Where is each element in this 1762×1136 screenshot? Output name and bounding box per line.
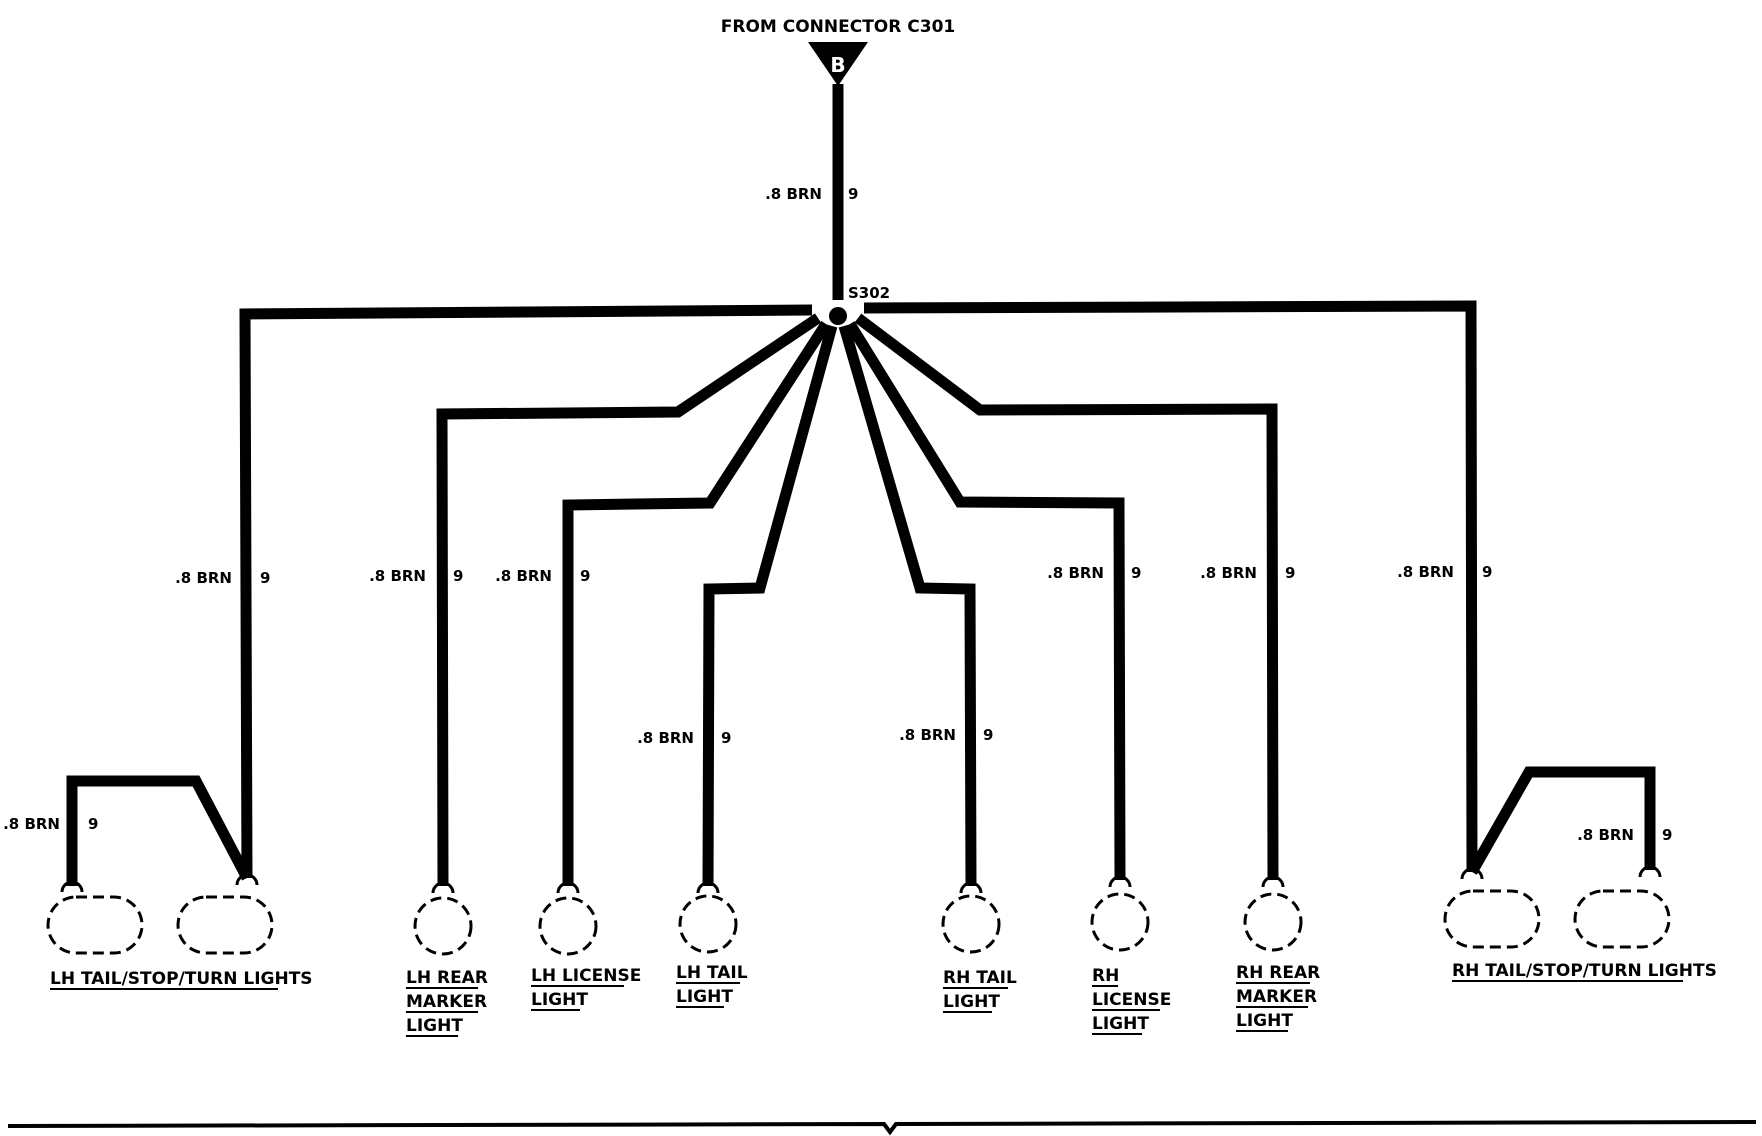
wire-label-feed: .8 BRN 9 [765, 185, 858, 203]
wire-label-lh-tail: .8 BRN 9 [637, 729, 731, 747]
svg-text:RH TAIL: RH TAIL [943, 968, 1017, 988]
svg-text:9: 9 [260, 569, 270, 587]
label-lh-tail-light: LH TAIL LIGHT [676, 963, 748, 1008]
svg-text:9: 9 [1662, 826, 1672, 844]
connector-letter: B [830, 53, 845, 77]
svg-text:RH: RH [1092, 966, 1119, 986]
svg-text:LIGHT: LIGHT [406, 1016, 463, 1036]
svg-text:.8 BRN: .8 BRN [495, 567, 552, 585]
bottom-bracket [7, 1120, 1757, 1136]
rh-tail-stop-turn-bulb-inner [1443, 867, 1541, 949]
wire-label-rh-license: .8 BRN 9 [1047, 564, 1141, 582]
svg-text:9: 9 [983, 726, 993, 744]
svg-text:9: 9 [848, 185, 858, 203]
wire-rh-license [845, 321, 1126, 881]
svg-text:9: 9 [88, 815, 98, 833]
wire-lh-tail-stop-turn [239, 304, 813, 879]
lh-tail-stop-turn-bulb-outer [46, 880, 144, 955]
svg-text:.8 BRN: .8 BRN [175, 569, 232, 587]
wire-rh-tail-stop-turn [863, 300, 1478, 873]
wire-label-rh-tail-stop-turn-jumper: .8 BRN 9 [1577, 826, 1672, 844]
label-lh-license-light: LH LICENSE LIGHT [531, 966, 641, 1011]
svg-text:LIGHT: LIGHT [676, 987, 733, 1007]
splice-dot [829, 307, 847, 325]
splice-label: S302 [848, 284, 890, 302]
svg-text:.8 BRN: .8 BRN [637, 729, 694, 747]
svg-text:.8 BRN: .8 BRN [3, 815, 60, 833]
svg-text:.8 BRN: .8 BRN [765, 185, 822, 203]
label-rh-tail-stop-turn-lights: RH TAIL/STOP/TURN LIGHTS [1452, 961, 1717, 982]
svg-text:LIGHT: LIGHT [531, 990, 588, 1010]
label-rh-rear-marker-light: RH REAR MARKER LIGHT [1236, 963, 1320, 1032]
svg-text:MARKER: MARKER [1236, 987, 1317, 1007]
svg-text:RH TAIL/STOP/TURN LIGHTS: RH TAIL/STOP/TURN LIGHTS [1452, 961, 1717, 981]
svg-text:LH REAR: LH REAR [406, 968, 488, 988]
wire-lh-tail-stop-turn-jumper [66, 775, 252, 886]
svg-text:LIGHT: LIGHT [1092, 1014, 1149, 1034]
svg-text:LICENSE: LICENSE [1092, 990, 1171, 1010]
wire-rh-rear-marker [854, 313, 1279, 881]
svg-text:RH REAR: RH REAR [1236, 963, 1320, 983]
svg-text:9: 9 [453, 567, 463, 585]
svg-text:.8 BRN: .8 BRN [1577, 826, 1634, 844]
wire-rh-tail-stop-turn-jumper [1467, 766, 1656, 875]
lh-license-bulb [538, 881, 598, 956]
rh-tail-bulb [941, 881, 1001, 954]
wire-rh-tail [838, 324, 977, 887]
svg-text:.8 BRN: .8 BRN [1047, 564, 1104, 582]
wire-label-lh-rear-marker: .8 BRN 9 [369, 567, 463, 585]
svg-text:9: 9 [1131, 564, 1141, 582]
svg-text:9: 9 [1285, 564, 1295, 582]
svg-text:LH LICENSE: LH LICENSE [531, 966, 641, 986]
rh-tail-stop-turn-bulb-outer [1573, 865, 1671, 949]
lh-tail-stop-turn-bulb-inner [176, 873, 274, 955]
wire-label-rh-rear-marker: .8 BRN 9 [1200, 564, 1295, 582]
wire-label-lh-tail-stop-turn: .8 BRN 9 [175, 569, 270, 587]
wire-label-lh-tail-stop-turn-jumper: .8 BRN 9 [3, 815, 98, 833]
wire-lh-license [562, 321, 831, 886]
svg-text:LH TAIL: LH TAIL [676, 963, 748, 983]
label-lh-rear-marker-light: LH REAR MARKER LIGHT [406, 968, 488, 1037]
svg-text:.8 BRN: .8 BRN [1200, 564, 1257, 582]
svg-text:LIGHT: LIGHT [1236, 1011, 1293, 1031]
svg-text:LIGHT: LIGHT [943, 992, 1000, 1012]
wire-lh-rear-marker [436, 313, 822, 887]
source-label: FROM CONNECTOR C301 [721, 17, 955, 37]
label-rh-tail-light: RH TAIL LIGHT [943, 968, 1017, 1013]
lh-rear-marker-bulb [413, 881, 473, 956]
label-lh-tail-stop-turn-lights: LH TAIL/STOP/TURN LIGHTS [50, 969, 313, 990]
wire-lh-tail [702, 324, 838, 887]
svg-text:.8 BRN: .8 BRN [369, 567, 426, 585]
rh-license-bulb [1090, 875, 1150, 952]
wire-label-lh-license: .8 BRN 9 [495, 567, 590, 585]
wire-label-rh-tail-stop-turn: .8 BRN 9 [1397, 563, 1492, 581]
svg-text:9: 9 [721, 729, 731, 747]
connector-c301-triangle [808, 42, 868, 86]
rh-rear-marker-bulb [1243, 875, 1303, 952]
svg-text:9: 9 [1482, 563, 1492, 581]
svg-text:.8 BRN: .8 BRN [1397, 563, 1454, 581]
svg-text:.8 BRN: .8 BRN [899, 726, 956, 744]
svg-text:9: 9 [580, 567, 590, 585]
label-rh-license-light: RH LICENSE LIGHT [1092, 966, 1171, 1035]
svg-text:MARKER: MARKER [406, 992, 487, 1012]
svg-text:LH TAIL/STOP/TURN LIGHTS: LH TAIL/STOP/TURN LIGHTS [50, 969, 313, 989]
lh-tail-bulb [678, 881, 738, 954]
wire-label-rh-tail: .8 BRN 9 [899, 726, 993, 744]
